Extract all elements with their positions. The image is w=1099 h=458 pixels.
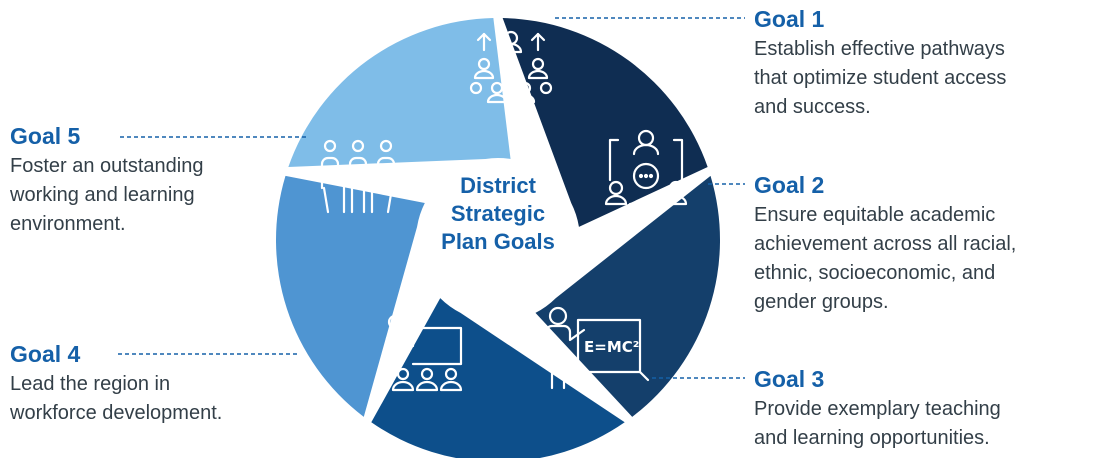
goal-5: Goal 5 Foster an outstanding working and…	[10, 122, 203, 239]
goal-2-segment	[535, 175, 720, 417]
presentation-audience-icon	[385, 314, 463, 392]
goal-2: Goal 2 Ensure equitable academic achieve…	[754, 171, 1016, 317]
goal-4-description: Lead the region in workforce development…	[10, 373, 223, 424]
center-title: District Strategic Plan Goals	[441, 173, 555, 254]
goal-3-description: Provide exemplary teaching and learning …	[754, 398, 1001, 449]
goal-5-segment	[288, 18, 511, 167]
goal-2-title: Goal 2	[754, 172, 825, 198]
collaboration-network-icon	[604, 129, 688, 206]
students-growth-icon	[469, 30, 553, 104]
goal-1: Goal 1 Establish effective pathways that…	[754, 5, 1006, 122]
goal-3: Goal 3 Provide exemplary teaching and le…	[754, 365, 1001, 453]
meeting-table-icon	[320, 139, 396, 214]
goal-5-title: Goal 5	[10, 123, 81, 149]
svg-text:E=MC²: E=MC²	[584, 338, 639, 356]
goal-1-description: Establish effective pathways that optimi…	[754, 38, 1007, 118]
goal-3-title: Goal 3	[754, 366, 825, 392]
goal-4-title: Goal 4	[10, 341, 81, 367]
goal-4-segment	[275, 175, 425, 417]
goal-2-description: Ensure equitable academic achievement ac…	[754, 204, 1017, 313]
goal-1-segment	[502, 18, 708, 227]
teacher-board-icon: E=MC²	[544, 306, 650, 390]
goal-5-description: Foster an outstanding working and learni…	[10, 155, 204, 235]
goal-3-segment	[371, 298, 625, 458]
goal-1-title: Goal 1	[754, 6, 825, 32]
goal-4: Goal 4 Lead the region in workforce deve…	[10, 340, 222, 428]
